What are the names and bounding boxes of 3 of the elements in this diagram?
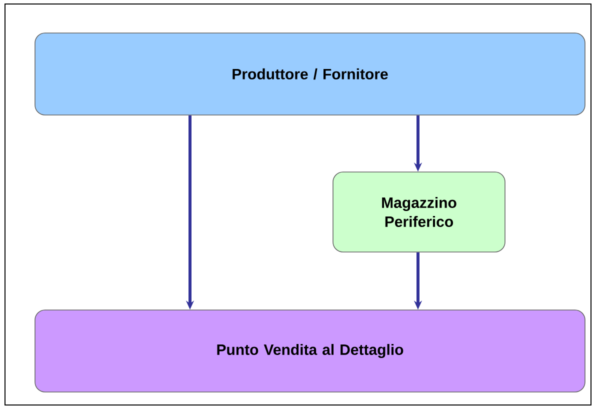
process-box: Punto Vendita al Dettaglio xyxy=(34,310,586,392)
process-box: Magazzino Periferico xyxy=(332,172,506,252)
process-box: Produttore / Fornitore xyxy=(34,32,586,116)
